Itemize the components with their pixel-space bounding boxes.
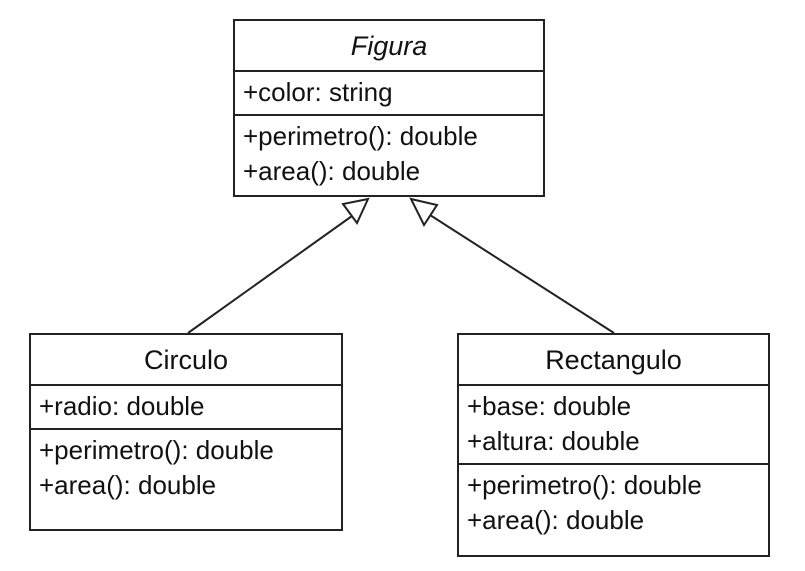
circulo-generalization-line [187, 215, 353, 334]
rectangulo-generalization-arrowhead [409, 197, 439, 228]
circulo-attribute: +radio: double [39, 391, 205, 421]
figura-attribute: +color: string [243, 77, 393, 107]
figura-operations: +perimetro(): double +area(): double [235, 114, 543, 193]
rectangulo-operations: +perimetro(): double +area(): double [459, 463, 768, 542]
rectangulo-attributes: +base: double +altura: double [459, 386, 768, 463]
circulo-operation: +area(): double [39, 470, 217, 500]
rectangulo-attribute: +base: double [467, 391, 632, 421]
figura-operation: +perimetro(): double [243, 121, 478, 151]
figura-operation: +area(): double [243, 156, 421, 186]
rectangulo-generalization-line [429, 214, 615, 334]
rectangulo-attribute: +altura: double [467, 426, 640, 456]
figura-class-box: Figura +color: string +perimetro(): doub… [233, 19, 545, 197]
circulo-operations: +perimetro(): double +area(): double [31, 428, 341, 507]
rectangulo-class-box: Rectangulo +base: double +altura: double… [457, 333, 770, 557]
rectangulo-operation: +area(): double [467, 505, 645, 535]
circulo-class-name: Circulo [31, 335, 341, 386]
figura-attributes: +color: string [235, 72, 543, 114]
circulo-operation: +perimetro(): double [39, 435, 274, 465]
rectangulo-operation: +perimetro(): double [467, 470, 702, 500]
circulo-generalization-arrowhead [341, 197, 370, 225]
circulo-class-box: Circulo +radio: double +perimetro(): dou… [29, 333, 343, 531]
figura-class-name: Figura [235, 21, 543, 72]
circulo-attributes: +radio: double [31, 386, 341, 428]
rectangulo-class-name: Rectangulo [459, 335, 768, 386]
